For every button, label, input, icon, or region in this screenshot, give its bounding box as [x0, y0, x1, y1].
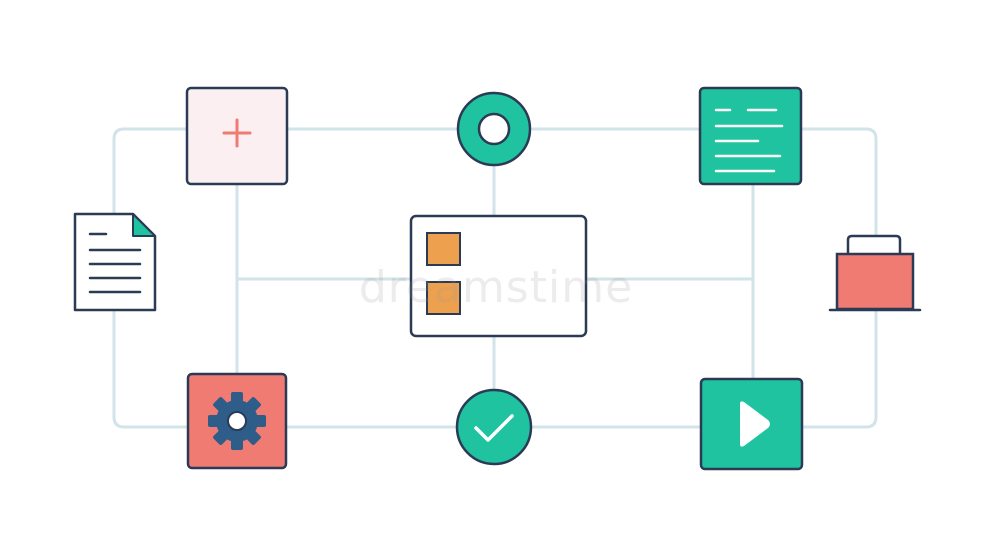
checklist-node [409, 214, 588, 338]
text-panel-node [698, 86, 803, 186]
document-fold [132, 213, 156, 237]
plus-icon [222, 118, 252, 148]
connector-top-right [801, 127, 878, 236]
checklist-item-box [426, 232, 461, 266]
settings-node [186, 372, 288, 470]
checklist-item-box [426, 281, 461, 315]
connector-top-left [112, 127, 188, 214]
check-node [455, 388, 533, 466]
gear-icon [208, 392, 266, 450]
document-icon [88, 232, 142, 294]
folder-node [828, 234, 922, 312]
play-node [699, 377, 804, 471]
connector-right-lower [802, 310, 878, 429]
connectors [112, 127, 878, 429]
play-icon [740, 401, 770, 447]
document-node [73, 212, 157, 312]
connector-left-lower [112, 310, 188, 429]
folder-handle [846, 234, 902, 254]
add-node [185, 86, 289, 186]
ring-icon [477, 112, 511, 146]
checklist-icon [426, 232, 461, 315]
folder-icon [835, 252, 915, 311]
text-lines-icon [714, 108, 784, 173]
ring-node [456, 91, 532, 167]
check-icon [474, 414, 514, 442]
